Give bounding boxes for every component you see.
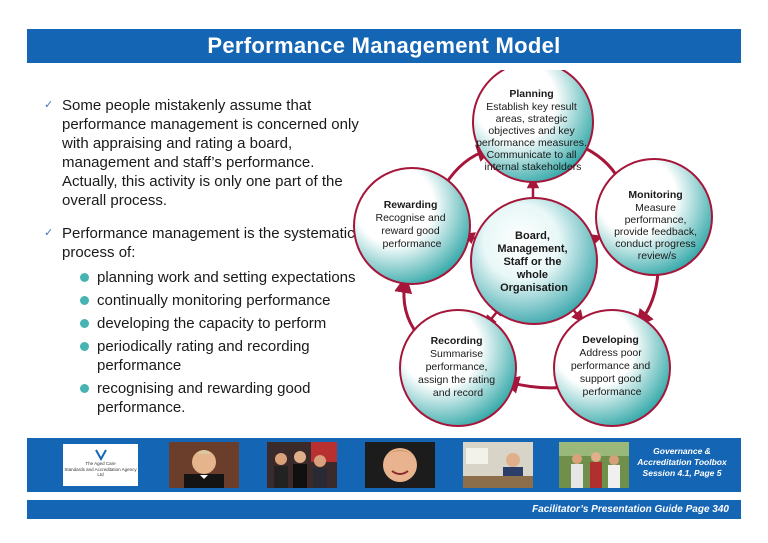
- developing-label: Developing Address poor performance and …: [571, 334, 653, 398]
- monitoring-line: conduct progress: [615, 238, 696, 250]
- center-label-line: Staff or the: [503, 256, 561, 268]
- developing-line: Address poor: [579, 347, 642, 359]
- sub-bullet-text: planning work and setting expectations: [97, 269, 356, 286]
- center-label-line: Management,: [497, 243, 567, 255]
- planning-circle: [472, 70, 594, 183]
- monitoring-line: Measure: [635, 202, 676, 214]
- bullet-text: Some people mistakenly assume that perfo…: [62, 97, 359, 209]
- center-label-line: Board,: [515, 230, 550, 242]
- dot-bullet-icon: [80, 319, 89, 328]
- developing-line: support good: [580, 373, 641, 385]
- logo-mark-icon: [94, 449, 107, 461]
- agency-logo: The Aged Care Standards and Accreditatio…: [63, 444, 138, 486]
- sub-bullet-text: recognising and rewarding good performan…: [97, 380, 311, 416]
- dot-bullet-icon: [80, 384, 89, 393]
- sub-bullet-item: periodically rating and recording perfor…: [80, 337, 364, 375]
- rewarding-title: Rewarding: [384, 199, 438, 211]
- toolbox-line: Accreditation Toolbox: [637, 457, 727, 467]
- recording-label: Recording Summarise performance, assign …: [418, 335, 498, 399]
- recording-line: assign the rating: [418, 374, 495, 386]
- dot-bullet-icon: [80, 342, 89, 351]
- monitoring-label: Monitoring Measure performance, provide …: [614, 189, 700, 262]
- monitoring-title: Monitoring: [628, 189, 682, 201]
- sub-bullet-item: planning work and setting expectations: [80, 268, 364, 287]
- performance-cycle-diagram: Board, Management, Staff or the whole Or…: [353, 70, 713, 427]
- planning-line: Communicate to all: [487, 149, 577, 161]
- recording-line: performance,: [426, 361, 488, 373]
- developing-line: performance: [583, 386, 642, 398]
- rewarding-line: Recognise and: [376, 212, 446, 224]
- photo-people-outdoors: [559, 442, 629, 488]
- photo-office-desk: [463, 442, 533, 488]
- center-circle: [470, 197, 598, 325]
- sub-bullet-item: recognising and rewarding good performan…: [80, 379, 364, 417]
- planning-label: Planning Establish key result areas, str…: [476, 88, 590, 173]
- photo-group-of-people: [267, 442, 337, 488]
- planning-line: performance measures.: [476, 137, 587, 149]
- planning-line: Establish key result: [486, 101, 577, 113]
- recording-line: Summarise: [430, 348, 483, 360]
- center-label-line: whole: [516, 269, 548, 281]
- developing-circle: [553, 309, 671, 427]
- photo-smiling-woman: [365, 442, 435, 488]
- sub-bullet-text: continually monitoring performance: [97, 292, 331, 309]
- planning-line: objectives and key: [488, 125, 575, 137]
- toolbox-line: Session 4.1, Page 5: [642, 468, 722, 478]
- toolbox-reference: Governance & Accreditation Toolbox Sessi…: [627, 446, 737, 479]
- rewarding-circle: [353, 167, 471, 285]
- planning-line: internal stakeholders: [485, 161, 582, 173]
- center-label-line: Organisation: [500, 282, 568, 294]
- toolbox-line: Governance &: [653, 446, 711, 456]
- dot-bullet-icon: [80, 273, 89, 282]
- arrow-monitoring-to-developing: [635, 271, 660, 328]
- monitoring-line: provide feedback,: [614, 226, 697, 238]
- rewarding-line: performance: [383, 238, 442, 250]
- sub-bullet-list: planning work and setting expectations c…: [44, 268, 364, 417]
- logo-subtitle: Standards and Accreditation Agency Ltd: [64, 466, 137, 478]
- center-label: Board, Management, Staff or the whole Or…: [497, 230, 570, 294]
- photo-strip: The Aged Care Standards and Accreditatio…: [27, 438, 741, 492]
- checkmark-bullet-icon: ✓: [44, 227, 54, 239]
- photo-man-in-tuxedo: [169, 442, 239, 488]
- developing-line: performance and: [571, 360, 651, 372]
- logo-name: The Aged Care: [85, 461, 116, 466]
- dot-bullet-icon: [80, 296, 89, 305]
- sub-bullet-text: periodically rating and recording perfor…: [97, 338, 310, 374]
- rewarding-label: Rewarding Recognise and reward good perf…: [376, 199, 449, 250]
- monitoring-line: review/s: [638, 250, 677, 262]
- monitoring-circle: [595, 158, 713, 276]
- monitoring-line: performance,: [625, 214, 687, 226]
- bullet-text: Performance management is the systematic…: [62, 225, 355, 261]
- sub-bullet-item: continually monitoring performance: [80, 291, 364, 310]
- planning-line: areas, strategic: [496, 113, 568, 125]
- bullet-item: ✓ Performance management is the systemat…: [44, 224, 364, 262]
- recording-circle: [399, 309, 517, 427]
- arrow-rewarding-to-planning: [443, 144, 495, 186]
- bullet-content: ✓ Some people mistakenly assume that per…: [44, 96, 364, 421]
- page-title: Performance Management Model: [207, 33, 561, 58]
- sub-bullet-text: developing the capacity to perform: [97, 315, 327, 332]
- recording-line: and record: [433, 387, 483, 399]
- developing-title: Developing: [582, 334, 639, 346]
- sub-bullet-item: developing the capacity to perform: [80, 314, 364, 333]
- footer-bar: Facilitator’s Presentation Guide Page 34…: [27, 500, 741, 519]
- rewarding-line: reward good: [381, 225, 440, 237]
- bullet-item: ✓ Some people mistakenly assume that per…: [44, 96, 364, 210]
- planning-title: Planning: [509, 88, 553, 100]
- recording-title: Recording: [431, 335, 483, 347]
- checkmark-bullet-icon: ✓: [44, 99, 54, 111]
- title-bar: Performance Management Model: [27, 29, 741, 63]
